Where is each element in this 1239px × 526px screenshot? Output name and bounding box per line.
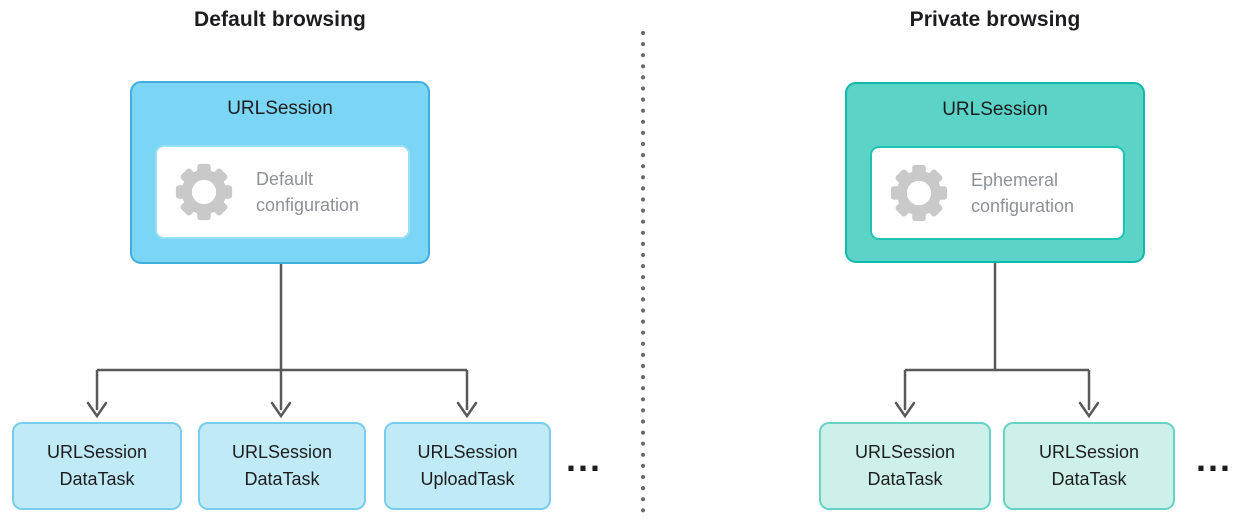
private-browsing-title: Private browsing — [909, 8, 1081, 31]
urlsession-label: URLSession — [942, 99, 1048, 120]
gear-icon — [175, 163, 233, 221]
task-line: DataTask — [59, 469, 135, 489]
private-urlsession-box: URLSession Ephemeral configuration — [845, 82, 1145, 263]
task-line: UploadTask — [420, 469, 515, 489]
default-urlsession-box: URLSession Default configuration — [130, 81, 430, 264]
task-box-uploadtask: URLSession UploadTask — [384, 422, 551, 510]
ephemeral-configuration-box: Ephemeral configuration — [870, 146, 1125, 240]
task-box-datatask-2: URLSession DataTask — [1003, 422, 1175, 510]
default-browsing-title: Default browsing — [194, 8, 366, 31]
ellipsis-more-tasks: ... — [1195, 438, 1232, 479]
task-line: URLSession — [417, 442, 518, 462]
task-box-datatask-1: URLSession DataTask — [819, 422, 991, 510]
task-line: DataTask — [244, 469, 320, 489]
task-line: URLSession — [46, 442, 148, 462]
task-line: DataTask — [867, 469, 943, 489]
task-line: URLSession — [1038, 442, 1140, 462]
ellipsis-more-tasks: ... — [565, 438, 602, 479]
task-box-datatask-1: URLSession DataTask — [12, 422, 182, 510]
gear-icon — [890, 164, 948, 222]
configuration-label: Default configuration — [256, 169, 360, 215]
configuration-label: Ephemeral configuration — [971, 170, 1075, 216]
urlsession-label: URLSession — [227, 98, 333, 119]
task-line: URLSession — [231, 442, 333, 462]
task-line: URLSession — [854, 442, 956, 462]
default-configuration-box: Default configuration — [155, 145, 410, 239]
task-line: DataTask — [1051, 469, 1127, 489]
task-box-datatask-2: URLSession DataTask — [198, 422, 366, 510]
